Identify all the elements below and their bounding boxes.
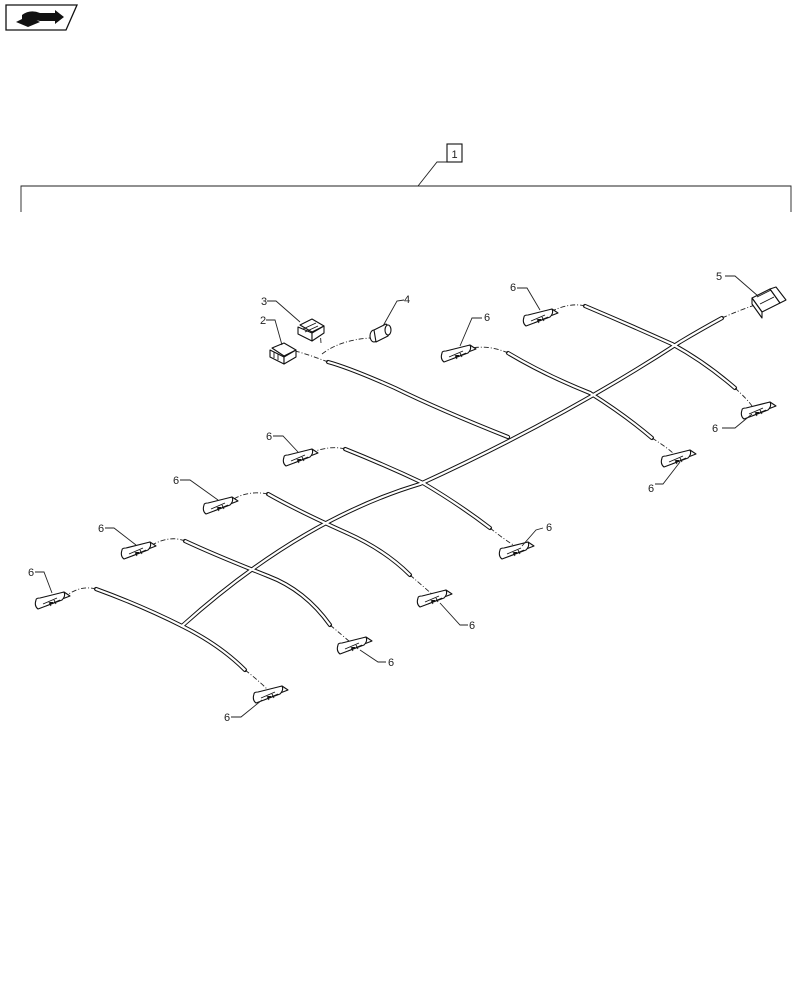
connector-6i	[498, 541, 535, 560]
callout-6h: 6	[28, 567, 34, 579]
connector-6d	[282, 448, 319, 467]
cable-segment-outline	[265, 573, 333, 628]
connector-6g	[740, 401, 777, 420]
connector-2	[269, 342, 297, 365]
callout-6e: 6	[266, 431, 272, 443]
cable-segment	[266, 492, 349, 535]
connector-6k	[336, 636, 373, 655]
cable-segment	[326, 360, 510, 439]
plug-4	[369, 323, 392, 343]
cable-segment	[183, 539, 270, 578]
callout-3: 3	[261, 296, 267, 308]
callout-6i: 6	[546, 522, 552, 534]
cable-segment	[345, 531, 412, 577]
connector-3	[297, 318, 325, 342]
connector-6e	[440, 344, 477, 363]
cable-segment-outline	[179, 315, 725, 629]
cable-segment	[180, 316, 724, 628]
callout-6g: 6	[98, 523, 104, 535]
receptacle-5	[751, 286, 787, 319]
connector-6l	[252, 685, 289, 704]
cable-segment	[343, 447, 425, 485]
connector-6j	[416, 589, 453, 608]
callout-2: 2	[260, 315, 266, 327]
cable-segment	[670, 342, 737, 390]
callout-5: 5	[716, 271, 722, 283]
cable-segment	[266, 574, 332, 627]
cable-segment	[180, 624, 247, 672]
callout-6f: 6	[173, 475, 179, 487]
cable-segment	[94, 587, 184, 628]
connector-6c	[202, 496, 239, 515]
connector-6b	[120, 541, 157, 560]
callout-4: 4	[404, 294, 410, 306]
callout-6j: 6	[469, 620, 475, 632]
assembly-label: 1	[451, 149, 457, 161]
cable-segment-outline	[179, 623, 248, 673]
callout-6k: 6	[388, 657, 394, 669]
cable-segment	[421, 481, 492, 530]
assembly-bracket	[20, 161, 792, 212]
callout-6l: 6	[224, 712, 230, 724]
harness-cables	[93, 303, 738, 673]
cable-segment-outline	[344, 530, 413, 578]
callout-leaders	[35, 275, 759, 718]
connector-6a	[34, 591, 71, 610]
callout-6c: 6	[712, 423, 718, 435]
assembly-label-box: 1	[446, 143, 463, 163]
book-arrow-icon[interactable]	[5, 4, 78, 31]
connector-6f	[522, 308, 559, 327]
cable-segment	[588, 391, 654, 440]
cable-segment	[506, 351, 592, 395]
dashed-leads	[65, 304, 756, 691]
callout-6d: 6	[648, 483, 654, 495]
callout-labels: 3 2 4 5 6 6 6 6 6 6 6 6 6 6 6 6	[28, 271, 722, 724]
cable-segment	[583, 304, 674, 346]
callout-6b: 6	[484, 312, 490, 324]
callout-6a: 6	[510, 282, 516, 294]
